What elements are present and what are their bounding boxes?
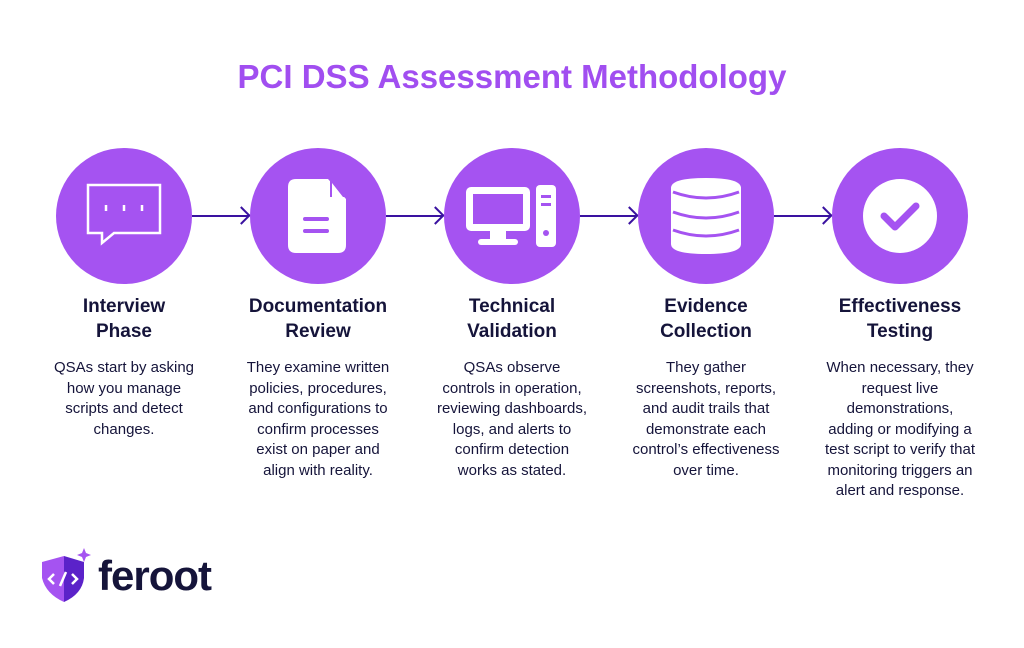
step-circle [444, 148, 580, 284]
computer-icon [466, 185, 556, 247]
step-description: QSAs observe controls in operation, revi… [436, 359, 588, 479]
chat-bubble-icon [86, 183, 162, 246]
page-title: PCI DSS Assessment Methodology [237, 58, 787, 95]
database-icon [671, 178, 741, 254]
step-heading: Phase [96, 321, 152, 342]
step-description: QSAs start by asking how you manage scri… [53, 359, 195, 438]
arrow-connector [580, 215, 636, 217]
step-description: They examine written policies, procedure… [246, 359, 390, 479]
step-heading: Evidence [664, 296, 748, 317]
step-circle [832, 148, 968, 284]
checkmark-icon [863, 179, 937, 253]
logo-text: feroot [98, 552, 212, 599]
step-heading: Interview [82, 296, 166, 317]
step-circle [56, 148, 192, 284]
step-description: When necessary, they request live demons… [824, 359, 976, 499]
arrow-connector [774, 215, 830, 217]
step-heading: Technical [468, 296, 556, 317]
step-heading: Collection [660, 321, 752, 342]
step-heading: Validation [467, 321, 557, 342]
shield-code-icon [42, 548, 91, 602]
step-heading: Testing [866, 321, 934, 342]
step-circle [250, 148, 386, 284]
step-heading: Documentation [248, 296, 388, 317]
arrow-connector [192, 215, 248, 217]
step-circle [638, 148, 774, 284]
step-heading: Effectiveness [838, 296, 962, 317]
feroot-logo: feroot [40, 548, 212, 604]
arrow-connector [386, 215, 442, 217]
document-icon [288, 179, 346, 253]
step-heading: Review [285, 321, 351, 342]
step-description: They gather screenshots, reports, and au… [632, 359, 780, 479]
